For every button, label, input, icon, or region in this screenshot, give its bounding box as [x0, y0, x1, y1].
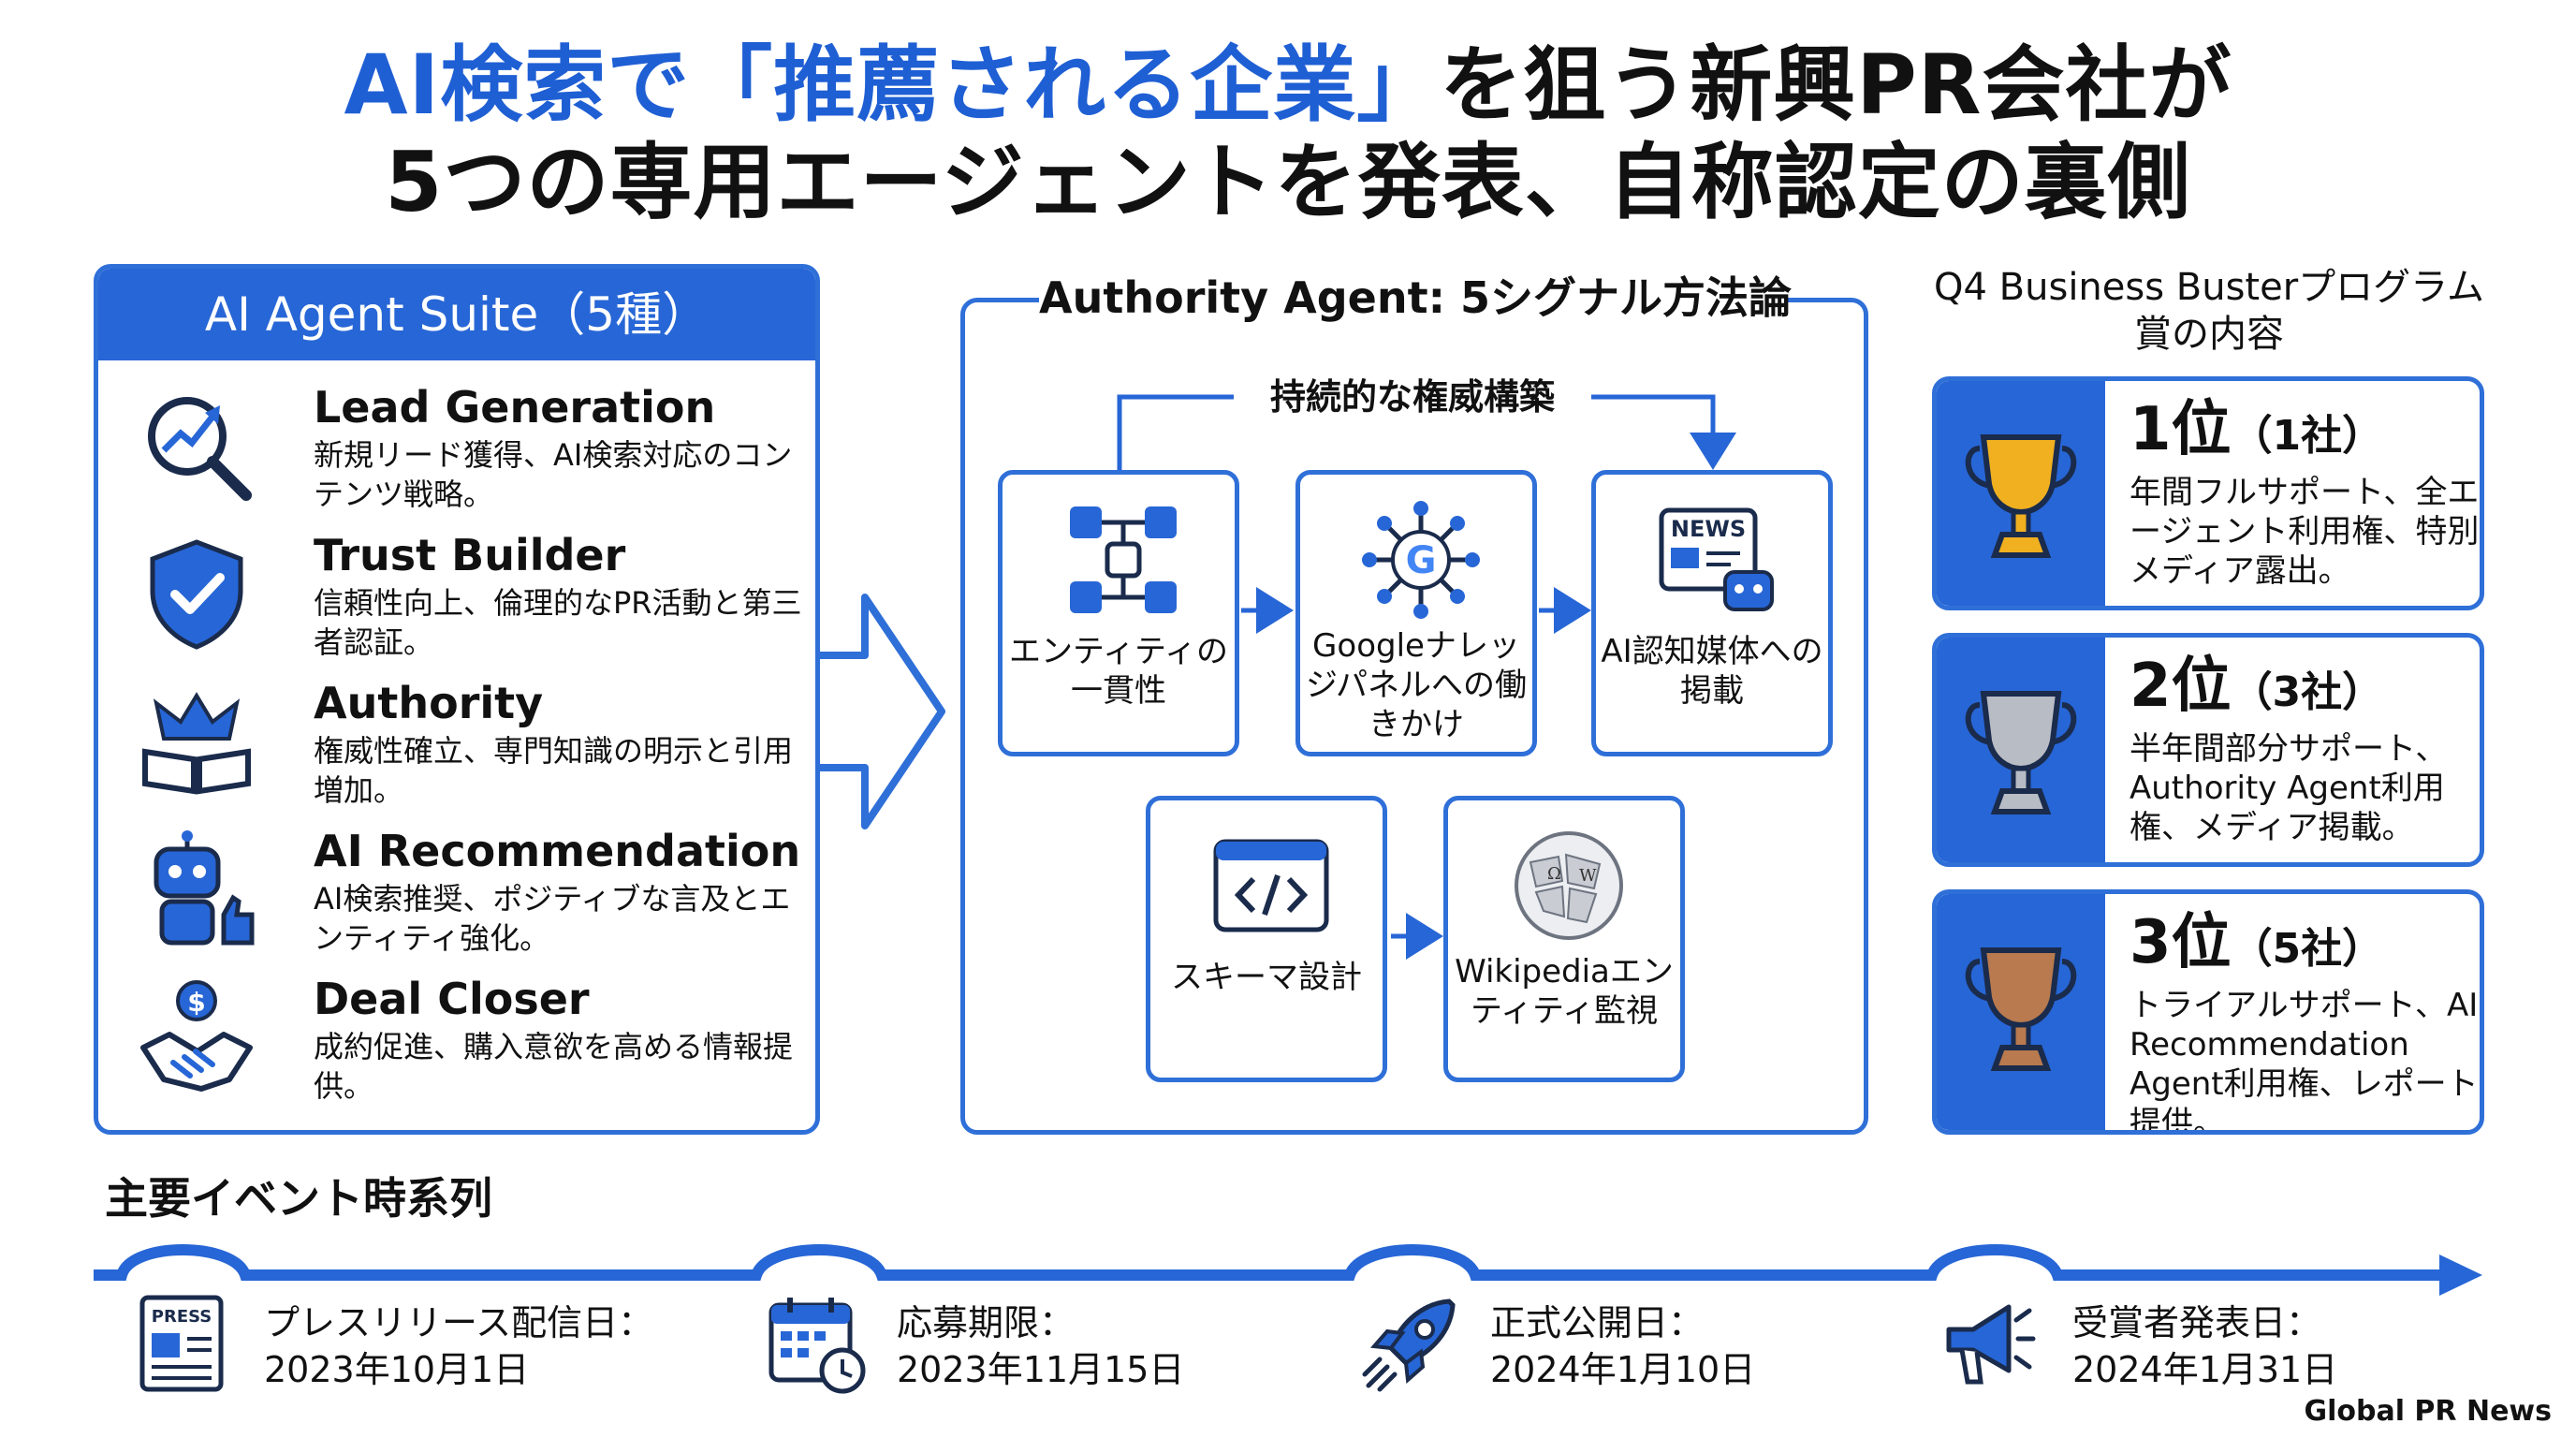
megaphone-icon [1946, 1304, 2036, 1385]
search-chart-icon [148, 397, 252, 501]
agent-ai-recommendation: AI Recommendation AI検索推奨、ポジティブな言及とエンティティ… [136, 825, 800, 965]
headline-line-1: AI検索で「推薦される企業」を狙う新興PR会社が [0, 34, 2576, 137]
event-label: 応募期限： [897, 1302, 1076, 1343]
event-date: 2024年1月31日 [2072, 1349, 2338, 1390]
program-title: Q4 Business Busterプログラム賞の内容 [1934, 266, 2484, 356]
node-ai-media: NEWS AI認知媒体への掲載 [1591, 470, 1833, 756]
gold-trophy-icon [1965, 434, 2077, 558]
timeline-title: 主要イベント時系列 [105, 1173, 492, 1224]
authority-agent-title: Authority Agent: 5シグナル方法論 [1039, 268, 1792, 328]
svg-text:Ω: Ω [1547, 864, 1561, 884]
flow-arrow-icon [820, 594, 945, 829]
rank-number: 2位 [2130, 652, 2232, 721]
event-winner-announcement: 受賞者発表日： 2024年1月31日 [2072, 1299, 2337, 1393]
prize-side [1937, 894, 2105, 1130]
event-date: 2023年10月1日 [264, 1349, 530, 1390]
agent-suite-title: AI Agent Suite（5種） [98, 269, 815, 360]
robot-thumbs-up-icon [154, 830, 255, 946]
rank-count: （5社） [2231, 925, 2384, 973]
rank-count: （3社） [2231, 668, 2384, 716]
prize-rank: 1位（1社） [2130, 392, 2383, 467]
agent-desc: 信頼性向上、倫理的なPR活動と第三者認証。 [314, 585, 802, 660]
crown-book-icon [142, 692, 251, 795]
prize-desc: 半年間部分サポート、Authority Agent利用権、メディア掲載。 [2130, 730, 2448, 846]
prize-rank: 2位（3社） [2130, 649, 2383, 724]
headline-rest: を狙う新興PR会社が [1440, 37, 2232, 133]
node-label: AI認知媒体への掲載 [1601, 633, 1823, 710]
event-label: 正式公開日： [1490, 1302, 1705, 1343]
node-label: Googleナレッジパネルへの働きかけ [1306, 627, 1527, 743]
rank-number: 1位 [2130, 395, 2232, 464]
event-official-release: 正式公開日： 2024年1月10日 [1490, 1299, 1755, 1393]
footer-source: Global PR News [2304, 1395, 2552, 1428]
event-date: 2023年11月15日 [897, 1349, 1185, 1390]
agent-authority: Authority 権威性確立、専門知識の明示と引用増加。 [136, 677, 793, 817]
calendar-clock-icon [768, 1298, 866, 1394]
entity-network-icon [1070, 506, 1177, 613]
code-window-icon [1213, 839, 1329, 932]
agent-name: Deal Closer [314, 974, 590, 1024]
agent-deal-closer: $ Deal Closer 成約促進、購入意欲を高める情報提供。 [136, 973, 793, 1113]
silver-trophy-icon [1965, 691, 2077, 814]
news-robot-icon: NEWS [1659, 507, 1774, 611]
prize-rank: 3位（5社） [2130, 905, 2383, 980]
bronze-trophy-icon [1965, 947, 2077, 1071]
event-date: 2024年1月10日 [1490, 1349, 1756, 1390]
node-label: エンティティの一貫性 [1009, 633, 1228, 710]
svg-text:$: $ [187, 987, 205, 1018]
google-hub-icon: G [1362, 501, 1480, 619]
prize-side [1937, 638, 2105, 862]
agent-suite-panel: AI Agent Suite（5種） Lead Generation 新規リード… [94, 264, 820, 1135]
agent-lead-generation: Lead Generation 新規リード獲得、AI検索対応のコンテンツ戦略。 [136, 381, 792, 521]
shield-check-icon [150, 539, 243, 650]
press-badge: PRESS [152, 1307, 212, 1327]
agent-name: Trust Builder [314, 530, 626, 580]
node-wikipedia-monitoring: Ω W Wikipediaエンティティ監視 [1443, 796, 1685, 1082]
node-entity-consistency: エンティティの一貫性 [998, 470, 1239, 756]
agent-name: Authority [314, 678, 544, 728]
svg-text:G: G [1406, 539, 1437, 582]
prize-first: 1位（1社） 年間フルサポート、全エージェント利用権、特別メディア露出。 [1932, 376, 2484, 610]
agent-desc: AI検索推奨、ポジティブな言及とエンティティ強化。 [314, 881, 791, 956]
node-label: スキーマ設計 [1171, 959, 1362, 996]
prize-desc: トライアルサポート、AI Recommendation Agent利用権、レポー… [2130, 987, 2479, 1135]
rocket-icon [1362, 1299, 1456, 1392]
loop-label: 持続的な権威構築 [1234, 373, 1591, 421]
rank-number: 3位 [2130, 908, 2232, 977]
prize-second: 2位（3社） 半年間部分サポート、Authority Agent利用権、メディア… [1932, 633, 2484, 867]
press-release-icon: PRESS [139, 1295, 224, 1392]
timeline-axis [94, 1244, 2482, 1296]
agent-name: Lead Generation [314, 382, 716, 433]
event-label: 受賞者発表日： [2072, 1302, 2322, 1343]
node-google-knowledge-panel: G Googleナレッジパネルへの働きかけ [1295, 470, 1537, 756]
event-press-release: プレスリリース配信日： 2023年10月1日 [264, 1299, 653, 1393]
prize-third: 3位（5社） トライアルサポート、AI Recommendation Agent… [1932, 889, 2484, 1135]
handshake-dollar-icon: $ [140, 980, 253, 1092]
node-schema-design: スキーマ設計 [1146, 796, 1387, 1082]
event-label: プレスリリース配信日： [264, 1302, 654, 1343]
event-application-deadline: 応募期限： 2023年11月15日 [897, 1299, 1184, 1393]
agent-trust-builder: Trust Builder 信頼性向上、倫理的なPR活動と第三者認証。 [136, 529, 802, 669]
prize-side [1937, 381, 2105, 606]
node-label: Wikipediaエンティティ監視 [1455, 953, 1674, 1030]
news-badge: NEWS [1671, 516, 1746, 542]
headline-highlight: AI検索で「推薦される企業」 [344, 37, 1441, 133]
headline-line-2: 5つの専用エージェントを発表、自称認定の裏側 [385, 134, 2191, 230]
agent-name: AI Recommendation [314, 826, 801, 876]
wikipedia-globe-icon: Ω W [1515, 831, 1623, 940]
rank-count: （1社） [2231, 412, 2384, 460]
agent-desc: 権威性確立、専門知識の明示と引用増加。 [314, 733, 794, 808]
agent-desc: 成約促進、購入意欲を高める情報提供。 [314, 1029, 794, 1104]
prize-desc: 年間フルサポート、全エージェント利用権、特別メディア露出。 [2130, 474, 2480, 590]
agent-desc: 新規リード獲得、AI検索対応のコンテンツ戦略。 [314, 437, 793, 512]
svg-text:W: W [1579, 866, 1597, 886]
